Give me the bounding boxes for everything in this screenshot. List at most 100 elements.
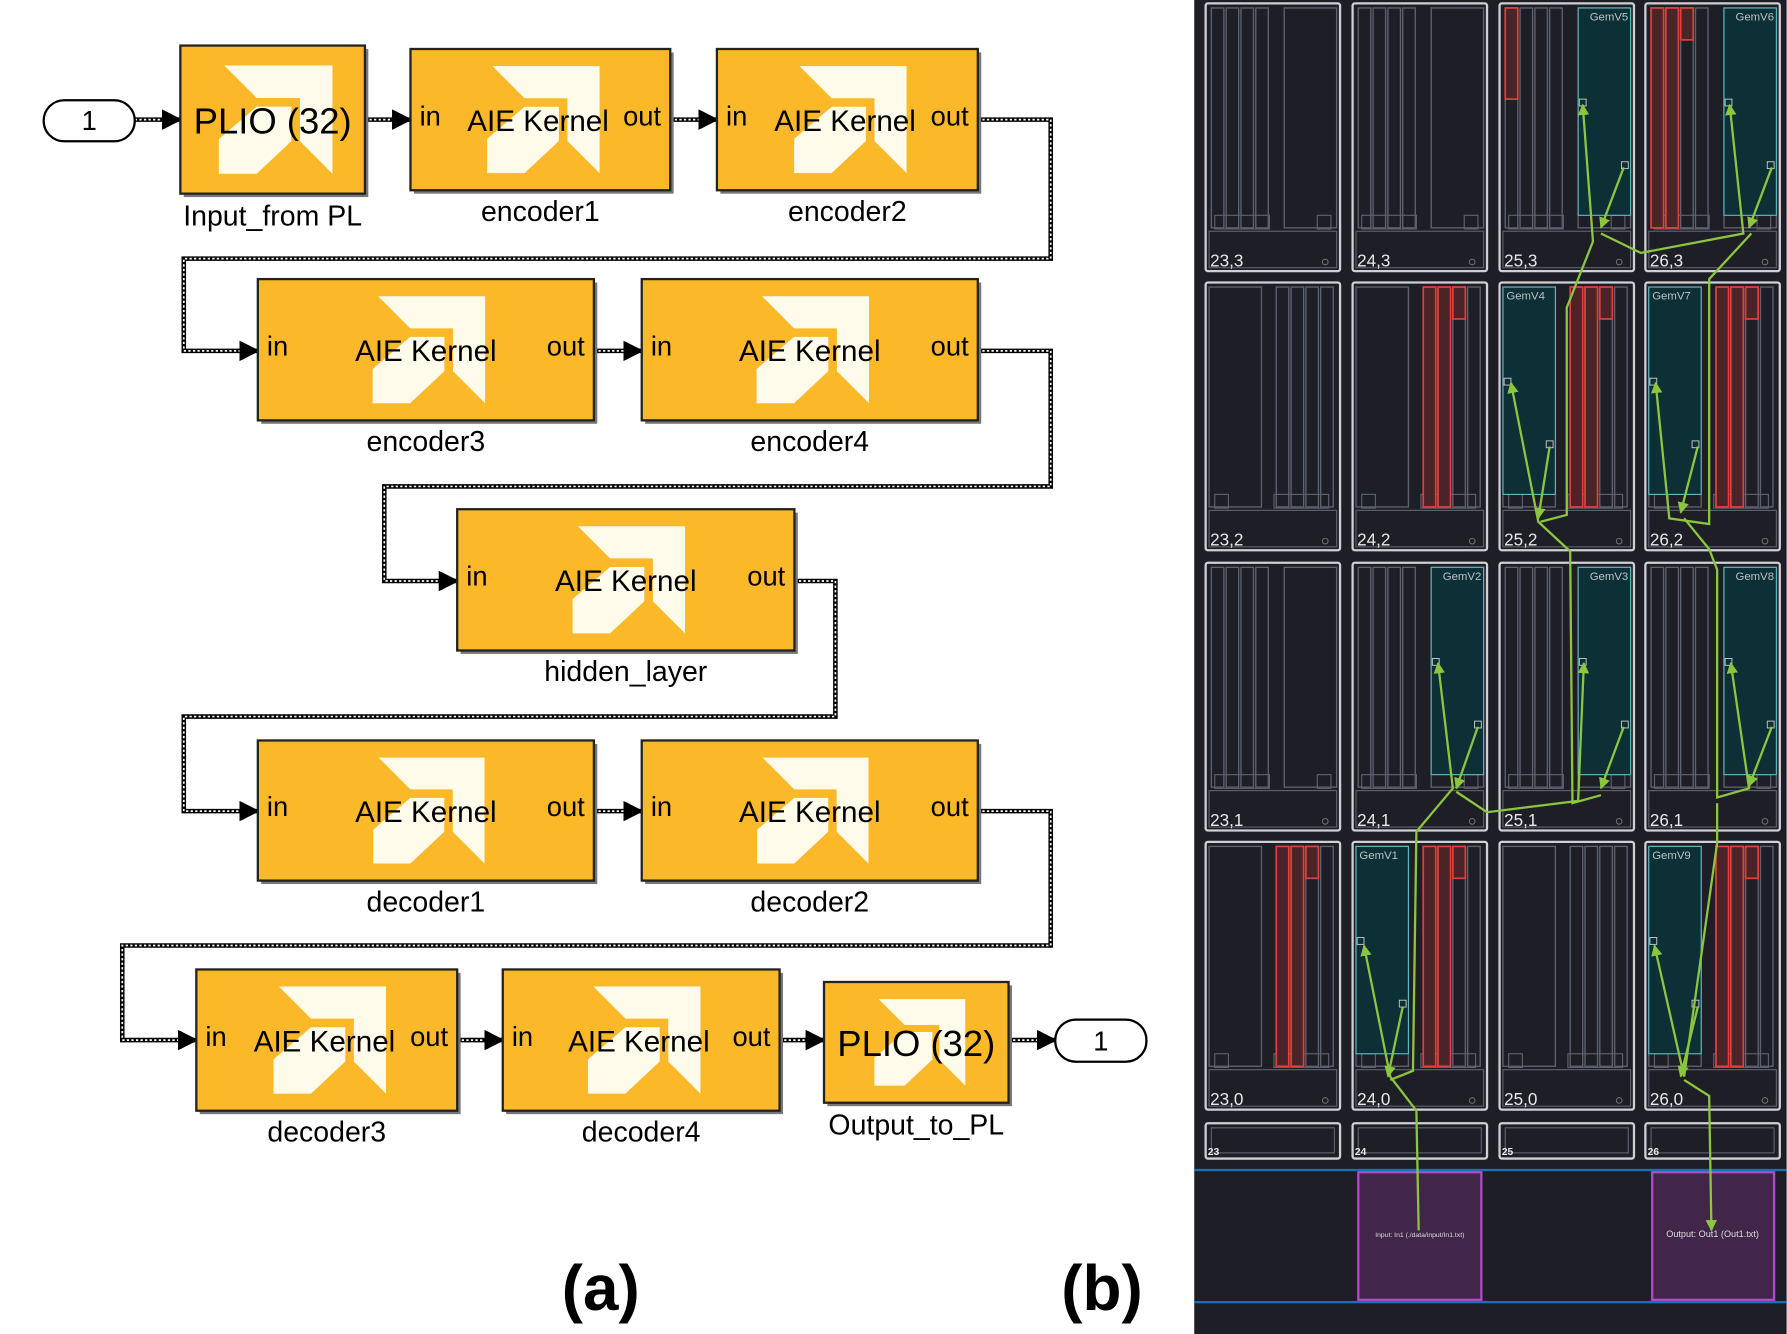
arrow-head-icon: [808, 1030, 825, 1050]
port-out-label: out: [410, 1021, 448, 1052]
aie-tile[interactable]: 24,3: [1351, 2, 1489, 273]
amd-logo-icon: [372, 296, 486, 404]
outport[interactable]: 1: [1054, 1018, 1148, 1063]
shim-tile[interactable]: 23: [1204, 1122, 1342, 1160]
port-in-label: in: [267, 330, 288, 361]
tile-label: 25,1: [1504, 811, 1537, 830]
amd-logo-icon: [794, 66, 907, 174]
buffer: [1451, 286, 1467, 320]
kernel-name: GemV3: [1590, 571, 1629, 583]
signal-line[interactable]: [119, 808, 1053, 1051]
aie-tile[interactable]: 24,2: [1351, 281, 1489, 552]
aie-tile[interactable]: 25,0: [1498, 840, 1636, 1111]
signal-line[interactable]: [457, 1029, 505, 1051]
amd-logo-icon: [756, 296, 870, 404]
signal-line[interactable]: [1008, 1029, 1058, 1051]
signal-line[interactable]: [181, 578, 838, 822]
port-in-icon: [1649, 937, 1658, 945]
kernel-GemV3[interactable]: GemV3: [1577, 566, 1632, 776]
route-net: [1599, 726, 1625, 790]
tile-label: 24,0: [1357, 1090, 1390, 1109]
shim-label: 23: [1208, 1147, 1220, 1158]
arrow-head-icon: [164, 110, 181, 129]
amd-logo-icon: [757, 757, 869, 864]
arrow-head-icon: [441, 571, 458, 591]
caption-b: (b): [1061, 1252, 1142, 1324]
port-out-label: out: [747, 561, 785, 592]
tile-label: 25,0: [1504, 1090, 1537, 1109]
shim-label: 26: [1648, 1147, 1660, 1158]
signal-line[interactable]: [593, 340, 644, 362]
buffer: [1437, 286, 1452, 508]
block-text: AIE Kernel: [568, 1025, 710, 1058]
signal-line[interactable]: [779, 1029, 827, 1051]
block-label: hidden_layer: [544, 656, 707, 688]
plio-input-box[interactable]: Input: In1 (./data/input/In1.txt): [1357, 1171, 1483, 1301]
block-text: AIE Kernel: [739, 796, 881, 829]
tile-label: 24,1: [1357, 811, 1390, 830]
buffer: [1422, 845, 1437, 1068]
signal-line[interactable]: [364, 109, 413, 130]
plio-output-label: Output: Out1 (Out1.txt): [1666, 1229, 1759, 1239]
aie-tile[interactable]: 23,1: [1204, 561, 1342, 832]
signal-line[interactable]: [382, 348, 1053, 592]
kernel-GemV5[interactable]: GemV5: [1577, 7, 1632, 216]
shim-tile[interactable]: 24: [1351, 1122, 1489, 1160]
arrow-head-icon: [1039, 1030, 1056, 1050]
buffer: [1729, 845, 1745, 1068]
aie-tile[interactable]: 23,0: [1204, 840, 1342, 1111]
block-output_plio[interactable]: PLIO (32)Output_to_PL: [822, 980, 1012, 1142]
arrow-head-icon: [180, 1030, 197, 1050]
port-out-icon: [1620, 720, 1629, 729]
plio-output-box[interactable]: Output: Out1 (Out1.txt): [1651, 1171, 1776, 1301]
block-text: AIE Kernel: [467, 105, 609, 138]
block-label: Output_to_PL: [828, 1110, 1004, 1142]
port-out-icon: [1620, 161, 1629, 170]
port-out-icon: [1691, 440, 1700, 449]
buffer: [1290, 845, 1305, 1068]
aie-tile[interactable]: GemV6 26,3: [1644, 2, 1781, 273]
route-net: [1747, 167, 1773, 229]
inport-label: 1: [82, 105, 97, 136]
shim-tile[interactable]: 26: [1644, 1122, 1781, 1160]
block-input_plio[interactable]: PLIO (32)Input_from PL: [179, 44, 369, 233]
tile-label: 26,3: [1650, 252, 1683, 271]
arrow-head-icon: [700, 110, 717, 129]
kernel-GemV6[interactable]: GemV6: [1723, 7, 1777, 216]
signal-line[interactable]: [593, 800, 644, 822]
tile-label: 23,0: [1210, 1090, 1243, 1109]
buffer: [1437, 845, 1452, 1068]
outport-label: 1: [1093, 1025, 1108, 1056]
aie-tile[interactable]: 23,2: [1204, 281, 1342, 552]
block-text: AIE Kernel: [254, 1025, 396, 1058]
route-net: [1650, 232, 1753, 526]
signal-line[interactable]: [134, 109, 183, 130]
buffer: [1598, 286, 1614, 320]
shim-tile[interactable]: 25: [1498, 1122, 1636, 1160]
aie-tile[interactable]: 23,3: [1204, 2, 1342, 273]
route-net: [1454, 726, 1479, 790]
inport[interactable]: 1: [42, 99, 136, 143]
signal-line[interactable]: [670, 109, 719, 130]
aie-tile[interactable]: GemV3 25,1: [1498, 561, 1636, 832]
signal-line[interactable]: [181, 117, 1053, 362]
buffer: [1275, 845, 1290, 1068]
